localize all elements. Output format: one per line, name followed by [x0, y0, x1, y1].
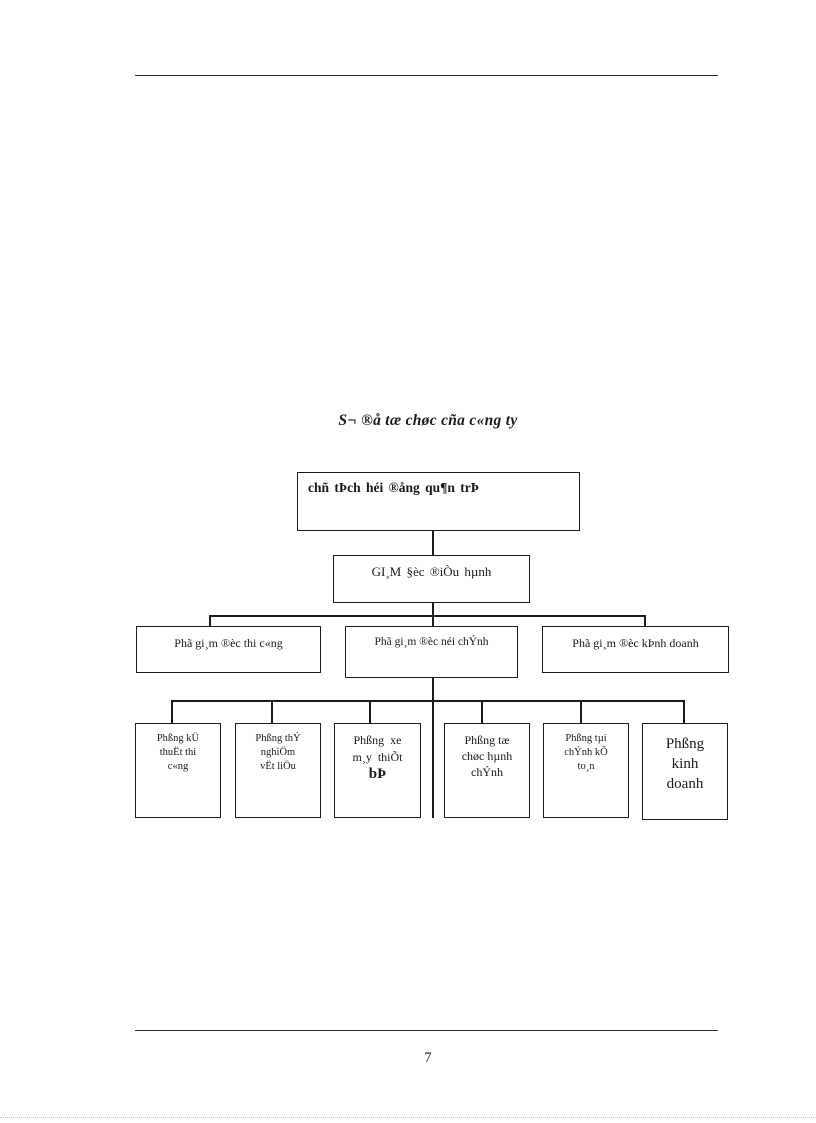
- department-label-line: thuËt thi: [159, 747, 197, 758]
- connector-branch-dept-2: [271, 700, 273, 723]
- connector-branch-dept-3: [369, 700, 371, 723]
- connector-branch-deputy-c: [644, 615, 646, 626]
- department-label-line: Phßng xe: [353, 733, 402, 747]
- department-label-line: doanh: [666, 776, 704, 792]
- footer-rule: [135, 1030, 718, 1031]
- chart-title: S¬ ®å tæ chøc cña c«ng ty: [338, 412, 518, 429]
- department-label-line: chøc hµnh: [461, 749, 513, 763]
- deputy-label: Phã gi¸m ®èc néi chÝnh: [374, 636, 489, 648]
- connector-director-branch: [432, 603, 434, 626]
- connector-branch-dept-1: [171, 700, 173, 723]
- connector-branch-dept-5: [580, 700, 582, 723]
- connector-deputy-departments: [432, 678, 434, 818]
- department-label-line: c«ng: [167, 761, 189, 772]
- department-box-equipment: Phßng xe m¸y thiÕt bÞ: [334, 723, 421, 818]
- deputy-box-business: Phã gi¸m ®èc kÞnh doanh: [542, 626, 729, 673]
- department-label-line: chÝnh kÕ: [564, 747, 608, 758]
- page-number: 7: [424, 1050, 432, 1066]
- connector-branch-dept-6: [683, 700, 685, 723]
- department-label-line: chÝnh: [471, 765, 503, 779]
- chairman-box: chñ tÞch héi ®ång qu¶n trÞ: [297, 472, 580, 531]
- department-box-business: Phßng kinh doanh: [642, 723, 728, 820]
- department-box-administration: Phßng tæ chøc hµnh chÝnh: [444, 723, 530, 818]
- department-label-line: nghiÖm: [260, 747, 296, 758]
- department-box-finance: Phßng tµi chÝnh kÕ to¸n: [543, 723, 629, 818]
- deputy-label: Phã gi¸m ®èc kÞnh doanh: [572, 636, 699, 650]
- department-label-line: kinh: [671, 756, 699, 772]
- page-boundary-dotted-line: [0, 1117, 816, 1118]
- department-label-line: vËt liÖu: [260, 761, 296, 772]
- department-label-line: Phßng thÝ: [255, 733, 301, 744]
- department-label-line: Phßng tæ: [464, 733, 510, 747]
- director-label: GI¸M §èc ®iÒu hµnh: [371, 564, 492, 579]
- department-label-line: Phßng kÜ: [156, 733, 200, 744]
- department-label-line: to¸n: [577, 761, 595, 772]
- department-box-technical: Phßng kÜ thuËt thi c«ng: [135, 723, 221, 818]
- deputy-box-internal-affairs: Phã gi¸m ®èc néi chÝnh: [345, 626, 518, 678]
- deputies-branch-line: [209, 615, 644, 617]
- deputy-box-construction: Phã gi¸m ®èc thi c«ng: [136, 626, 321, 673]
- department-label-line: m¸y thiÕt: [352, 750, 403, 764]
- department-label-line: Phßng: [665, 736, 705, 752]
- connector-chairman-director: [432, 531, 434, 555]
- deputy-label: Phã gi¸m ®èc thi c«ng: [174, 636, 283, 650]
- connector-branch-deputy-a: [209, 615, 211, 626]
- connector-branch-dept-4: [481, 700, 483, 723]
- department-label-line: bÞ: [368, 766, 387, 782]
- director-box: GI¸M §èc ®iÒu hµnh: [333, 555, 530, 603]
- departments-branch-line: [171, 700, 683, 702]
- chairman-label: chñ tÞch héi ®ång qu¶n trÞ: [308, 480, 480, 495]
- department-box-materials-lab: Phßng thÝ nghiÖm vËt liÖu: [235, 723, 321, 818]
- department-label-line: Phßng tµi: [565, 733, 607, 744]
- header-rule: [135, 75, 718, 76]
